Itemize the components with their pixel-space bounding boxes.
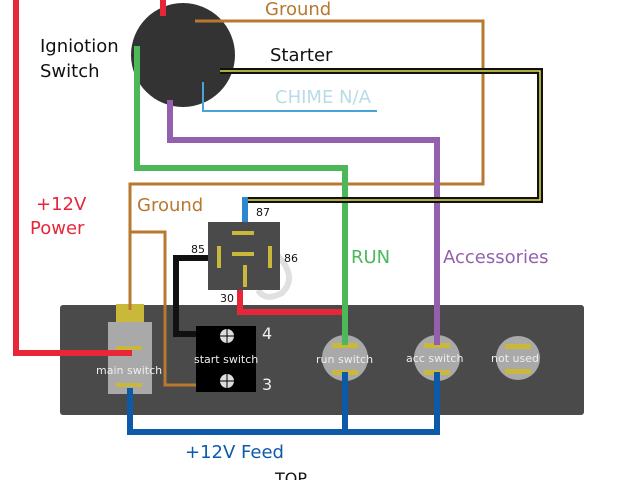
acc-switch-label: acc switch (406, 352, 463, 365)
ground-top-label: Ground (265, 0, 331, 20)
relay-pin-86-label: 86 (284, 252, 298, 265)
main-switch-top-terminal (116, 304, 144, 322)
main-switch-terminal (116, 383, 142, 387)
main-switch-terminal (116, 346, 142, 350)
relay-pin-center (232, 252, 254, 256)
ignition-switch (131, 3, 235, 107)
ignition-switch-label-1: Igniotion (40, 36, 119, 57)
accessories-label: Accessories (443, 247, 549, 268)
chime-label: CHIME N/A (275, 87, 372, 108)
starter-wire-stripe (220, 70, 541, 201)
relay-pin-30 (243, 265, 247, 287)
power-label-2: Power (30, 218, 85, 239)
relay-pin-87-label: 87 (256, 206, 270, 219)
relay-pin-85-label: 85 (191, 243, 205, 256)
relay-pin-85 (217, 246, 221, 268)
not-used-label: not used (491, 352, 539, 365)
run-label: RUN (351, 247, 390, 268)
main-switch[interactable] (108, 322, 152, 394)
ignition-switch-label-2: Switch (40, 61, 100, 82)
top-label: TOP (274, 469, 307, 480)
start-pin-4-label: 4 (262, 324, 272, 343)
feed-label: +12V Feed (185, 442, 284, 463)
start-switch-label: start switch (194, 353, 258, 366)
relay-pin-30-label: 30 (220, 292, 234, 305)
relay-86-wire (255, 247, 293, 300)
ground-left-label: Ground (137, 195, 203, 216)
ground-wire-start (130, 230, 196, 387)
relay-pin-86 (268, 246, 272, 268)
relay-pin-87 (232, 231, 254, 235)
start-pin-3-label: 3 (262, 375, 272, 394)
main-switch-label: main switch (96, 364, 162, 377)
power-label-1: +12V (36, 194, 87, 215)
starter-label: Starter (270, 45, 333, 66)
relay-30-wire (237, 290, 345, 315)
run-switch-label: run switch (316, 353, 373, 366)
relay-85-wire (173, 255, 215, 337)
